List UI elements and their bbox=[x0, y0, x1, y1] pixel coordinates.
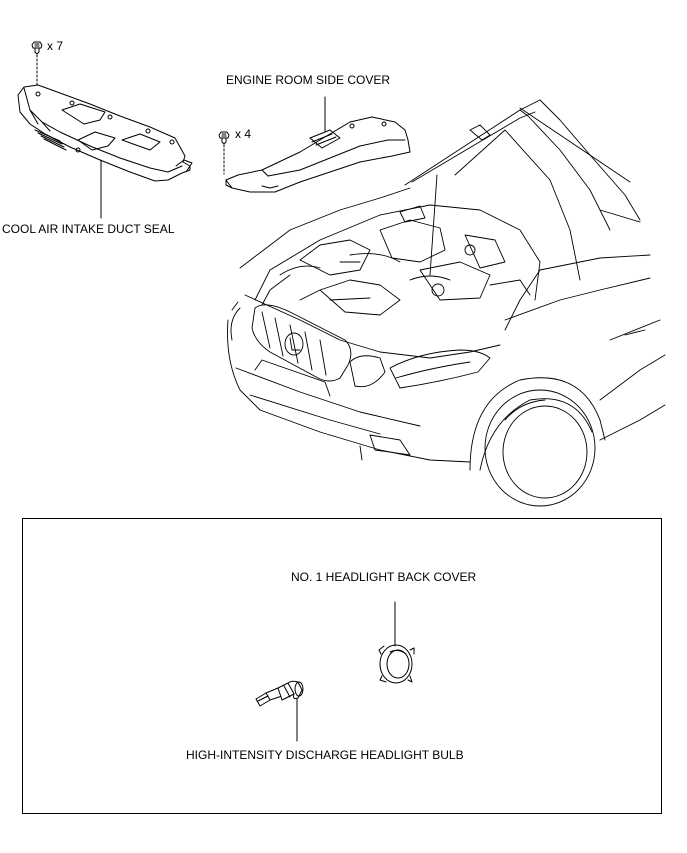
engine-room-side-cover bbox=[225, 116, 411, 193]
clip-quantity-x4: x 4 bbox=[235, 127, 252, 141]
hid-bulb-icon bbox=[255, 680, 304, 707]
cool-air-intake-duct-seal-label: COOL AIR INTAKE DUCT SEAL bbox=[2, 222, 175, 236]
inset-detail-box bbox=[22, 518, 662, 814]
vehicle-front-icon bbox=[227, 99, 666, 507]
hid-headlight-bulb-label: HIGH-INTENSITY DISCHARGE HEADLIGHT BULB bbox=[186, 748, 464, 762]
clip-quantity-x7: x 7 bbox=[47, 39, 64, 53]
push-clip-icon bbox=[218, 131, 230, 145]
cool-air-intake-duct-seal bbox=[17, 84, 193, 182]
push-clip-icon bbox=[31, 41, 43, 55]
headlight-back-cover-icon bbox=[378, 644, 415, 684]
no1-headlight-back-cover-label: NO. 1 HEADLIGHT BACK COVER bbox=[291, 570, 477, 584]
engine-room-side-cover-label: ENGINE ROOM SIDE COVER bbox=[226, 73, 391, 87]
